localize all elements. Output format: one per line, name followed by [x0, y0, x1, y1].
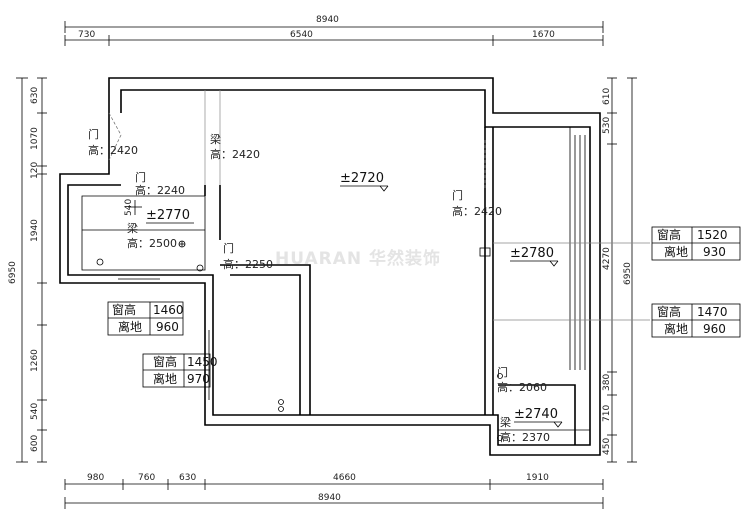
room-labels: 门 高：2420 梁 高：2420 门 高：2240 540 梁 高：2500 …	[88, 127, 550, 444]
walls	[59, 77, 601, 456]
window-1-sill-value: 960	[156, 320, 179, 334]
right-total-dim: 6950	[623, 262, 633, 285]
window-3-height-value: 1520	[697, 228, 728, 242]
right-dim-6: 450	[602, 438, 612, 455]
right-dimensions: 610 530 4270 380 710 450 6950	[602, 77, 637, 463]
window-3-sill-key: 离地	[664, 244, 688, 259]
window-4-sill-value: 960	[703, 322, 726, 336]
top-dim-3: 1670	[532, 30, 555, 40]
beam-2-height: 高：2500	[127, 236, 177, 250]
door-5-label: 门	[497, 365, 508, 379]
window-3-height-key: 窗高	[657, 227, 681, 242]
window-4-height-key: 窗高	[657, 304, 681, 319]
window-2-sill-key: 离地	[153, 371, 177, 386]
door-4-height: 高：2420	[452, 204, 502, 218]
window-1-height-key: 窗高	[112, 302, 136, 317]
door-1-label: 门	[88, 127, 99, 141]
bottom-dim-4: 4660	[333, 473, 356, 483]
top-dim-1: 730	[78, 30, 95, 40]
left-dim-5: 1260	[30, 349, 40, 372]
window-2-height-value: 1450	[187, 355, 218, 369]
window-2-height-key: 窗高	[153, 354, 177, 369]
right-dim-4: 380	[602, 374, 612, 391]
bottom-total-dim: 8940	[318, 493, 341, 503]
leader-lines	[493, 242, 650, 321]
watermark: HUARAN 华然装饰	[275, 248, 441, 269]
door-4-label: 门	[452, 188, 463, 202]
window-4-sill-key: 离地	[664, 321, 688, 336]
door-5-height: 高：2060	[497, 380, 547, 394]
window-box-4: 窗高 1470 离地 960	[651, 303, 741, 338]
window-1-height-value: 1460	[153, 303, 184, 317]
door-2-height: 高：2240	[135, 183, 185, 197]
beam-1-height: 高：2420	[210, 147, 260, 161]
beam-2-label: 梁	[127, 221, 138, 235]
window-1-sill-key: 离地	[118, 319, 142, 334]
window-box-2: 窗高 1450 离地 970	[142, 353, 218, 388]
window-2-sill-value: 970	[187, 372, 210, 386]
bottom-dim-1: 980	[87, 473, 104, 483]
left-dimensions: 6950 630 1070 120 1940 1260 540 600	[8, 77, 47, 463]
left-dim-3: 120	[30, 162, 40, 179]
right-dim-1: 610	[602, 88, 612, 105]
door-1-height: 高：2420	[88, 143, 138, 157]
elevation-marks: ±2720 ±2770 ±2780 ±2740	[146, 171, 563, 428]
inner-dim-540: 540	[124, 199, 134, 216]
elevation-balcony: ±2780	[510, 246, 554, 261]
elevation-bath: ±2770	[146, 208, 190, 223]
window-box-3: 窗高 1520 离地 930	[651, 226, 741, 261]
left-dim-2: 1070	[30, 127, 40, 150]
top-total-dim: 8940	[316, 15, 339, 25]
door-2-label: 门	[135, 170, 146, 184]
bottom-dim-3: 630	[179, 473, 196, 483]
door-3-height: 高：2250	[223, 257, 273, 271]
left-dim-7: 600	[30, 435, 40, 452]
left-dim-1: 630	[30, 87, 40, 104]
right-dim-2: 530	[602, 117, 612, 134]
beam-1-label: 梁	[210, 132, 221, 146]
elevation-small: ±2740	[514, 407, 558, 422]
window-4-height-value: 1470	[697, 305, 728, 319]
right-dim-3: 4270	[602, 247, 612, 270]
left-dim-6: 540	[30, 403, 40, 420]
bottom-dim-2: 760	[138, 473, 155, 483]
top-dim-2: 6540	[290, 30, 313, 40]
window-3-sill-value: 930	[703, 245, 726, 259]
bottom-dim-5: 1910	[526, 473, 549, 483]
right-dim-5: 710	[602, 405, 612, 422]
bottom-dimensions: 980 760 630 4660 1910 8940	[64, 473, 604, 509]
elevation-main: ±2720	[340, 171, 384, 186]
beam-3-height: 高：2370	[500, 430, 550, 444]
left-dim-4: 1940	[30, 219, 40, 242]
window-box-1: 窗高 1460 离地 960	[107, 301, 184, 336]
beam-3-label: 梁	[500, 415, 511, 429]
left-total-dim: 6950	[8, 261, 18, 284]
door-3-label: 门	[223, 241, 234, 255]
top-dimensions: 8940 730 6540 1670	[64, 15, 604, 46]
